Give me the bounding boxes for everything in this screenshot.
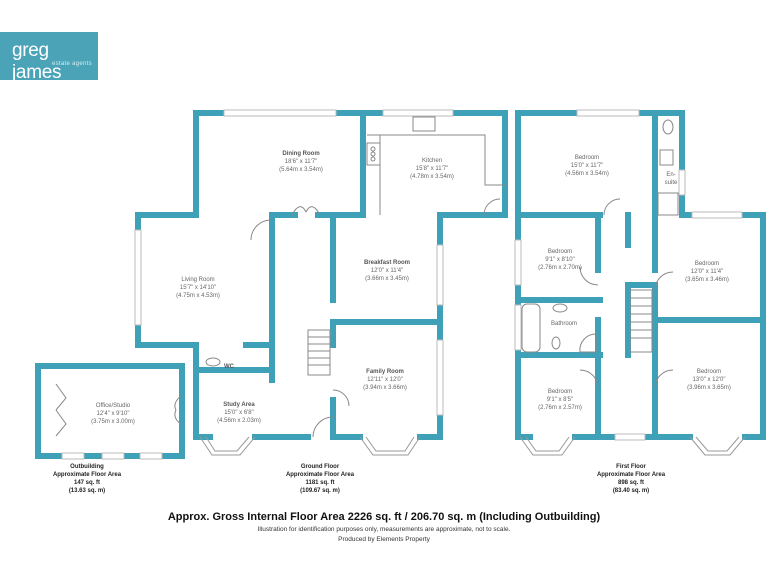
area-title: Outbuilding [70, 464, 104, 470]
area-subtitle: Approximate Floor Area [52, 472, 122, 478]
room-dining-room: Dining Room 18'6" x 11'7" (5.64m x 3.54m… [279, 150, 323, 174]
room-imperial: 12'0" x 11'4" [370, 268, 404, 274]
room-name: Kitchen [421, 158, 442, 164]
area-sqm: (83.40 sq. m) [612, 488, 650, 494]
room-name-line1: En- [666, 172, 676, 178]
room-wc: WC [224, 363, 234, 371]
room-metric: (3.66m x 3.45m) [365, 276, 409, 282]
fixtures [55, 116, 679, 438]
area-subtitle: Approximate Floor Area [596, 472, 666, 478]
room-metric: (4.56m x 3.54m) [565, 171, 609, 177]
room-imperial: 15'8" x 11'7" [415, 166, 449, 172]
room-office-studio: Office/Studio 12'4" x 9'10" (3.75m x 3.0… [91, 402, 135, 426]
area-subtitle: Approximate Floor Area [285, 472, 355, 478]
room-bathroom: Bathroom [551, 320, 577, 328]
brand-logo: greg james estate agents [0, 32, 98, 83]
room-bedroom-3: Bedroom 12'0" x 11'4" (3.65m x 3.46m) [685, 260, 729, 284]
ground-floor-area: Ground Floor Approximate Floor Area 1181… [286, 463, 354, 495]
room-metric: (4.78m x 3.54m) [410, 174, 454, 180]
disclaimer: Illustration for identification purposes… [257, 526, 511, 533]
area-sqft: 898 sq. ft [617, 480, 644, 486]
bay-windows [199, 436, 746, 456]
room-imperial: 12'0" x 11'4" [690, 269, 724, 275]
area-sqft: 147 sq. ft [73, 480, 100, 486]
room-imperial: 12'11" x 12'0" [367, 377, 403, 383]
gross-area-title: Approx. Gross Internal Floor Area 2226 s… [167, 511, 601, 523]
room-metric: (3.94m x 3.66m) [363, 385, 407, 391]
room-imperial: 9'1" x 8'10" [545, 257, 575, 263]
windows [61, 109, 743, 460]
brand-name: greg james [12, 40, 62, 83]
room-name: Breakfast Room [363, 260, 411, 266]
room-imperial: 15'0" x 6'8" [224, 410, 254, 416]
room-imperial: 9'1" x 8'5" [546, 397, 574, 403]
room-metric: (3.96m x 3.65m) [687, 385, 731, 391]
room-name: Family Room [366, 369, 404, 375]
room-name: Living Room [181, 277, 215, 283]
room-imperial: 15'7" x 14'10" [179, 285, 217, 291]
room-name: Study Area [223, 402, 255, 408]
room-bedroom-1: Bedroom 15'0" x 11'7" (4.56m x 3.54m) [565, 154, 609, 178]
room-name: Bathroom [550, 321, 578, 327]
room-metric: (3.65m x 3.46m) [685, 277, 729, 283]
room-metric: (5.64m x 3.54m) [279, 167, 323, 173]
first-floor-area: First Floor Approximate Floor Area 898 s… [597, 463, 665, 495]
room-family-room: Family Room 12'11" x 12'0" (3.94m x 3.66… [363, 368, 407, 392]
room-name-line2: suite [664, 180, 678, 186]
area-sqft: 1181 sq. ft [305, 480, 335, 486]
room-metric: (4.56m x 2.03m) [217, 418, 261, 424]
producer-credit: Produced by Elements Property [338, 536, 430, 543]
room-name: WC [224, 364, 234, 370]
area-title: First Floor [616, 464, 646, 470]
room-imperial: 15'0" x 11'7" [570, 163, 604, 169]
room-study-area: Study Area 15'0" x 6'8" (4.56m x 2.03m) [217, 401, 261, 425]
room-kitchen: Kitchen 15'8" x 11'7" (4.78m x 3.54m) [410, 157, 454, 181]
room-imperial: 12'4" x 9'10" [96, 411, 130, 417]
room-name: Bedroom [694, 261, 720, 267]
room-breakfast-room: Breakfast Room 12'0" x 11'4" (3.66m x 3.… [364, 259, 410, 283]
room-imperial: 18'6" x 11'7" [284, 159, 318, 165]
room-name: Office/Studio [95, 403, 131, 409]
brand-tagline: estate agents [52, 61, 92, 67]
room-name: Bedroom [696, 369, 722, 375]
room-metric: (2.76m x 2.57m) [538, 405, 582, 411]
room-metric: (3.75m x 3.00m) [91, 419, 135, 425]
room-bedroom-4: Bedroom 9'1" x 8'5" (2.76m x 2.57m) [538, 388, 582, 412]
outbuilding-area: Outbuilding Approximate Floor Area 147 s… [53, 463, 121, 495]
ground-floor-walls [135, 110, 508, 440]
area-title: Ground Floor [300, 464, 340, 470]
room-name: Bedroom [574, 155, 600, 161]
room-metric: (4.75m x 4.53m) [176, 293, 220, 299]
room-bedroom-5: Bedroom 13'0" x 12'0" (3.96m x 3.65m) [687, 368, 731, 392]
room-en-suite: En- suite [665, 171, 678, 187]
room-bedroom-2: Bedroom 9'1" x 8'10" (2.76m x 2.70m) [538, 248, 582, 272]
room-name: Bedroom [547, 249, 573, 255]
area-sqm: (109.67 sq. m) [300, 488, 340, 494]
room-name: Bedroom [547, 389, 573, 395]
room-name: Dining Room [282, 151, 320, 157]
room-metric: (2.76m x 2.70m) [538, 265, 582, 271]
room-imperial: 13'0" x 12'0" [692, 377, 726, 383]
area-sqm: (13.63 sq. m) [68, 488, 106, 494]
room-living-room: Living Room 15'7" x 14'10" (4.75m x 4.53… [176, 276, 220, 300]
